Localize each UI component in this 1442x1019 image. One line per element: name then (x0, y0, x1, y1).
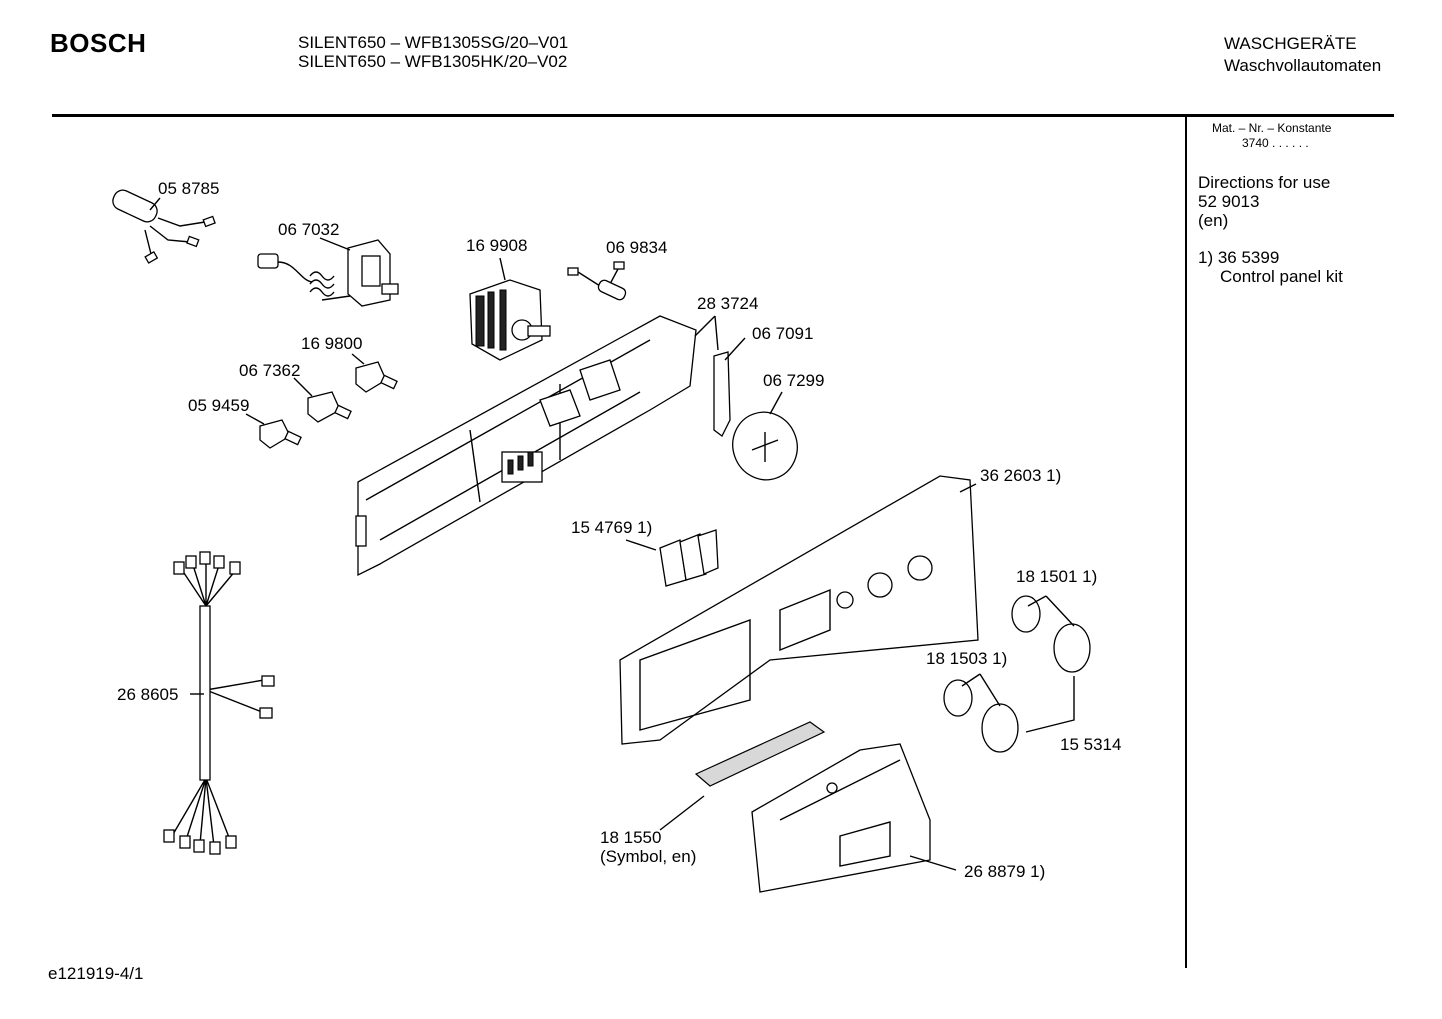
part-label-268605: 26 8605 (117, 685, 179, 704)
category-line-2: Waschvollautomaten (1224, 56, 1382, 75)
knob-18-1501-drawing (1011, 595, 1091, 733)
part-label-362603: 36 2603 1) (980, 466, 1062, 485)
part-label-067032: 06 7032 (278, 220, 340, 239)
temperature-sensor-drawing (567, 261, 627, 301)
part-label-181503: 18 1503 1) (926, 649, 1008, 668)
model-designation: SILENT650 – WFB1305SG/20–V01 SILENT650 –… (298, 33, 568, 71)
part-label-169800: 16 9800 (301, 334, 363, 353)
part-label-067091: 06 7091 (752, 324, 814, 343)
control-module-frame-drawing (355, 315, 719, 577)
appliance-category: WASCHGERÄTE Waschvollautomaten (1224, 33, 1381, 77)
knob-18-1503-drawing (943, 673, 1019, 753)
pushbuttons-drawing (625, 529, 719, 587)
drawer-front-drawing (751, 743, 957, 893)
switch-06-7362-drawing (293, 377, 352, 423)
part-label-181550-note: (Symbol, en) (600, 847, 697, 866)
mat-value: 3740 . . . . . . (1242, 136, 1309, 150)
exploded-parts-drawing (112, 189, 1091, 893)
part-label-268879: 26 8879 1) (964, 862, 1046, 881)
brand-logo: BOSCH (50, 28, 147, 58)
footnote: 1) 36 5399 Control panel kit (1198, 248, 1343, 286)
switch-16-9800-drawing (351, 353, 398, 393)
part-label-181550: 18 1550 (Symbol, en) (600, 828, 696, 866)
footnote-text: Control panel kit (1220, 267, 1343, 286)
directions-for-use: Directions for use 52 9013 (en) (1198, 173, 1330, 230)
directions-title: Directions for use (1198, 173, 1331, 192)
switch-05-9459-drawing (245, 413, 302, 449)
part-label-059459: 05 9459 (188, 396, 250, 415)
header-divider (52, 114, 1394, 117)
material-number-constant: Mat. – Nr. – Konstante 3740 . . . . . . (1212, 121, 1331, 151)
footnote-marker: 1) 36 5399 (1198, 248, 1280, 267)
part-label-155314: 15 5314 (1060, 735, 1122, 754)
directions-lang: (en) (1198, 211, 1229, 230)
symbol-strip-drawing (659, 721, 826, 831)
category-line-1: WASCHGERÄTE (1224, 34, 1357, 53)
selector-disc-drawing (732, 391, 798, 481)
part-label-067362: 06 7362 (239, 361, 301, 380)
part-label-181501: 18 1501 1) (1016, 567, 1098, 586)
part-label-067299: 06 7299 (763, 371, 825, 390)
directions-number: 52 9013 (1198, 192, 1260, 211)
programme-selector-drawing (469, 257, 551, 361)
door-latch-drawing (713, 337, 746, 437)
part-label-283724: 28 3724 (697, 294, 759, 313)
thermostat-drawing (257, 237, 399, 307)
part-label-154769: 15 4769 1) (571, 518, 653, 537)
control-panel-drawing (619, 475, 979, 745)
model-line-1: SILENT650 – WFB1305SG/20–V01 (298, 33, 569, 52)
model-line-2: SILENT650 – WFB1305HK/20–V02 (298, 52, 568, 71)
sidebar-divider (1185, 116, 1187, 968)
part-label-058785: 05 8785 (158, 179, 220, 198)
document-id: e121919-4/1 (48, 964, 144, 983)
interference-suppressor-drawing (112, 189, 216, 264)
part-label-181550-number: 18 1550 (600, 828, 662, 847)
mat-label: Mat. – Nr. – Konstante (1212, 121, 1332, 135)
part-label-169908: 16 9908 (466, 236, 528, 255)
wiring-harness-drawing (163, 551, 275, 855)
part-label-069834: 06 9834 (606, 238, 668, 257)
